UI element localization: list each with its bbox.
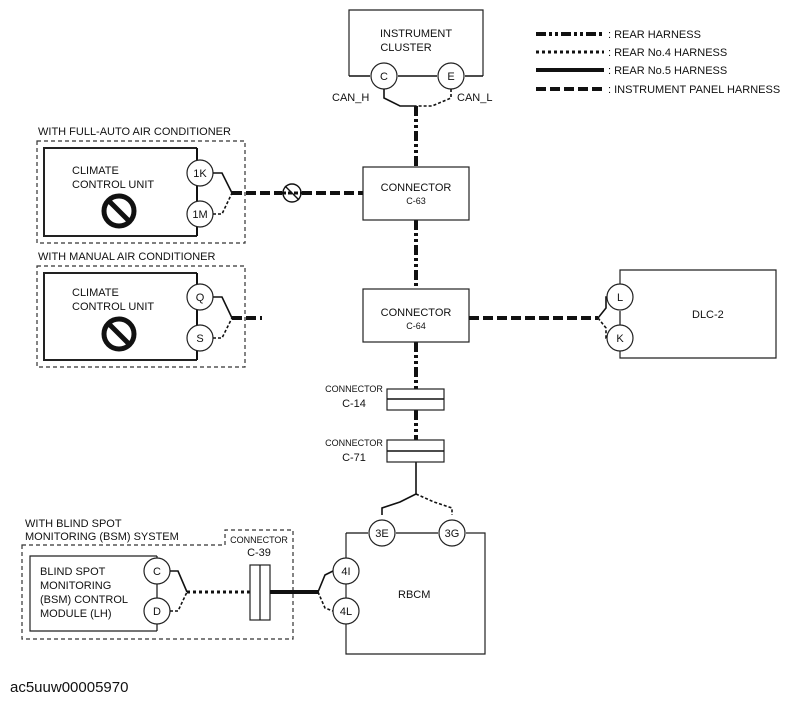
climate-unit-manual-label-2: CONTROL UNIT bbox=[72, 301, 154, 313]
connector-c14-label-1: CONNECTOR bbox=[325, 384, 383, 394]
climate-control-unit-full-auto bbox=[43, 147, 197, 237]
legend-label-rear-harness: : REAR HARNESS bbox=[608, 29, 701, 41]
dlc2-box bbox=[619, 269, 777, 359]
connector-c39-label-1: CONNECTOR bbox=[230, 535, 288, 545]
manual-ac-heading: WITH MANUAL AIR CONDITIONER bbox=[38, 251, 215, 263]
bsm-module-label-1: BLIND SPOT bbox=[40, 566, 106, 578]
full-auto-ac-dashed-border bbox=[36, 140, 246, 244]
pin-1m-label: 1M bbox=[192, 209, 207, 221]
bsm-dashed-border bbox=[21, 529, 294, 640]
pin-l-dlc2 bbox=[606, 283, 634, 311]
connector-c63-label-2: C-63 bbox=[406, 196, 426, 206]
connector-c71: CONNECTOR C-71 bbox=[325, 438, 445, 464]
no-connection-icon bbox=[282, 183, 302, 203]
pin-q-label: Q bbox=[196, 292, 205, 304]
connector-c64-label-2: C-64 bbox=[406, 321, 426, 331]
bsm-module-label-2: MONITORING bbox=[40, 580, 111, 592]
pin-4i-label: 4I bbox=[341, 566, 350, 578]
pin-3g bbox=[438, 519, 466, 547]
climate-unit-full-auto-label-2: CONTROL UNIT bbox=[72, 179, 154, 191]
rbcm-group: RBCM 3E 3G 4I 4L bbox=[332, 519, 486, 655]
connector-c63-box bbox=[362, 166, 470, 221]
pin-d-bsm-label: D bbox=[153, 606, 161, 618]
connector-c14-label-2: C-14 bbox=[342, 398, 366, 410]
bsm-control-module-box bbox=[29, 555, 157, 632]
connector-c63: CONNECTOR C-63 bbox=[362, 166, 470, 221]
instrument-cluster-label-1: INSTRUMENT bbox=[380, 28, 452, 40]
legend-label-instrument-panel-harness: : INSTRUMENT PANEL HARNESS bbox=[608, 84, 780, 96]
pin-3e-label: 3E bbox=[375, 528, 388, 540]
pin-3e bbox=[368, 519, 396, 547]
connector-c64: CONNECTOR C-64 bbox=[362, 288, 470, 343]
legend-label-rear-no4-harness: : REAR No.4 HARNESS bbox=[608, 47, 727, 59]
pin-k-dlc2 bbox=[606, 324, 634, 352]
bsm-group: WITH BLIND SPOT MONITORING (BSM) SYSTEM … bbox=[21, 518, 334, 640]
connector-c39-label-2: C-39 bbox=[247, 547, 271, 559]
pin-k-dlc2-label: K bbox=[616, 333, 624, 345]
climate-unit-full-auto-label-1: CLIMATE bbox=[72, 165, 119, 177]
pin-1k-label: 1K bbox=[193, 168, 207, 180]
prohibited-icon bbox=[101, 193, 137, 229]
can-h-label: CAN_H bbox=[332, 92, 369, 104]
pin-c-cluster-label: C bbox=[380, 71, 388, 83]
prohibited-icon bbox=[101, 316, 137, 352]
connector-c14: CONNECTOR C-14 bbox=[325, 384, 445, 411]
dlc2-label: DLC-2 bbox=[692, 309, 724, 321]
bsm-module-label-4: MODULE (LH) bbox=[40, 608, 112, 620]
climate-control-unit-manual bbox=[43, 272, 197, 361]
pin-4l-label: 4L bbox=[340, 606, 352, 618]
figure-id-caption: ac5uuw00005970 bbox=[10, 679, 129, 696]
manual-ac-dashed-border bbox=[36, 265, 246, 368]
instrument-cluster-label-2: CLUSTER bbox=[380, 42, 431, 54]
rbcm-label: RBCM bbox=[398, 589, 430, 601]
pin-l-dlc2-label: L bbox=[617, 292, 623, 304]
bsm-module-label-3: (BSM) CONTROL bbox=[40, 594, 128, 606]
connector-c71-label-2: C-71 bbox=[342, 452, 366, 464]
connector-c63-label-1: CONNECTOR bbox=[381, 182, 452, 194]
instrument-cluster-box bbox=[348, 9, 484, 76]
connector-c39 bbox=[249, 564, 271, 621]
pin-e-cluster-label: E bbox=[447, 71, 454, 83]
full-auto-ac-group: WITH FULL-AUTO AIR CONDITIONER CLIMATE C… bbox=[36, 126, 363, 244]
full-auto-ac-heading: WITH FULL-AUTO AIR CONDITIONER bbox=[38, 126, 231, 138]
climate-unit-manual-label-1: CLIMATE bbox=[72, 287, 119, 299]
instrument-cluster: INSTRUMENT CLUSTER C E CAN_H CAN_L bbox=[332, 9, 492, 107]
pin-3g-label: 3G bbox=[445, 528, 460, 540]
connector-c64-box bbox=[362, 288, 470, 343]
pin-c-bsm-label: C bbox=[153, 566, 161, 578]
bsm-heading-1: WITH BLIND SPOT bbox=[25, 518, 122, 530]
pin-s-label: S bbox=[196, 333, 203, 345]
can-l-label: CAN_L bbox=[457, 92, 492, 104]
dlc2-group: DLC-2 L K bbox=[469, 269, 777, 359]
legend: : REAR HARNESS : REAR No.4 HARNESS : REA… bbox=[536, 29, 780, 96]
bsm-heading-2: MONITORING (BSM) SYSTEM bbox=[25, 531, 179, 543]
manual-ac-group: WITH MANUAL AIR CONDITIONER CLIMATE CONT… bbox=[36, 251, 262, 368]
connector-c64-label-1: CONNECTOR bbox=[381, 307, 452, 319]
connector-c71-label-1: CONNECTOR bbox=[325, 438, 383, 448]
legend-label-rear-no5-harness: : REAR No.5 HARNESS bbox=[608, 65, 727, 77]
